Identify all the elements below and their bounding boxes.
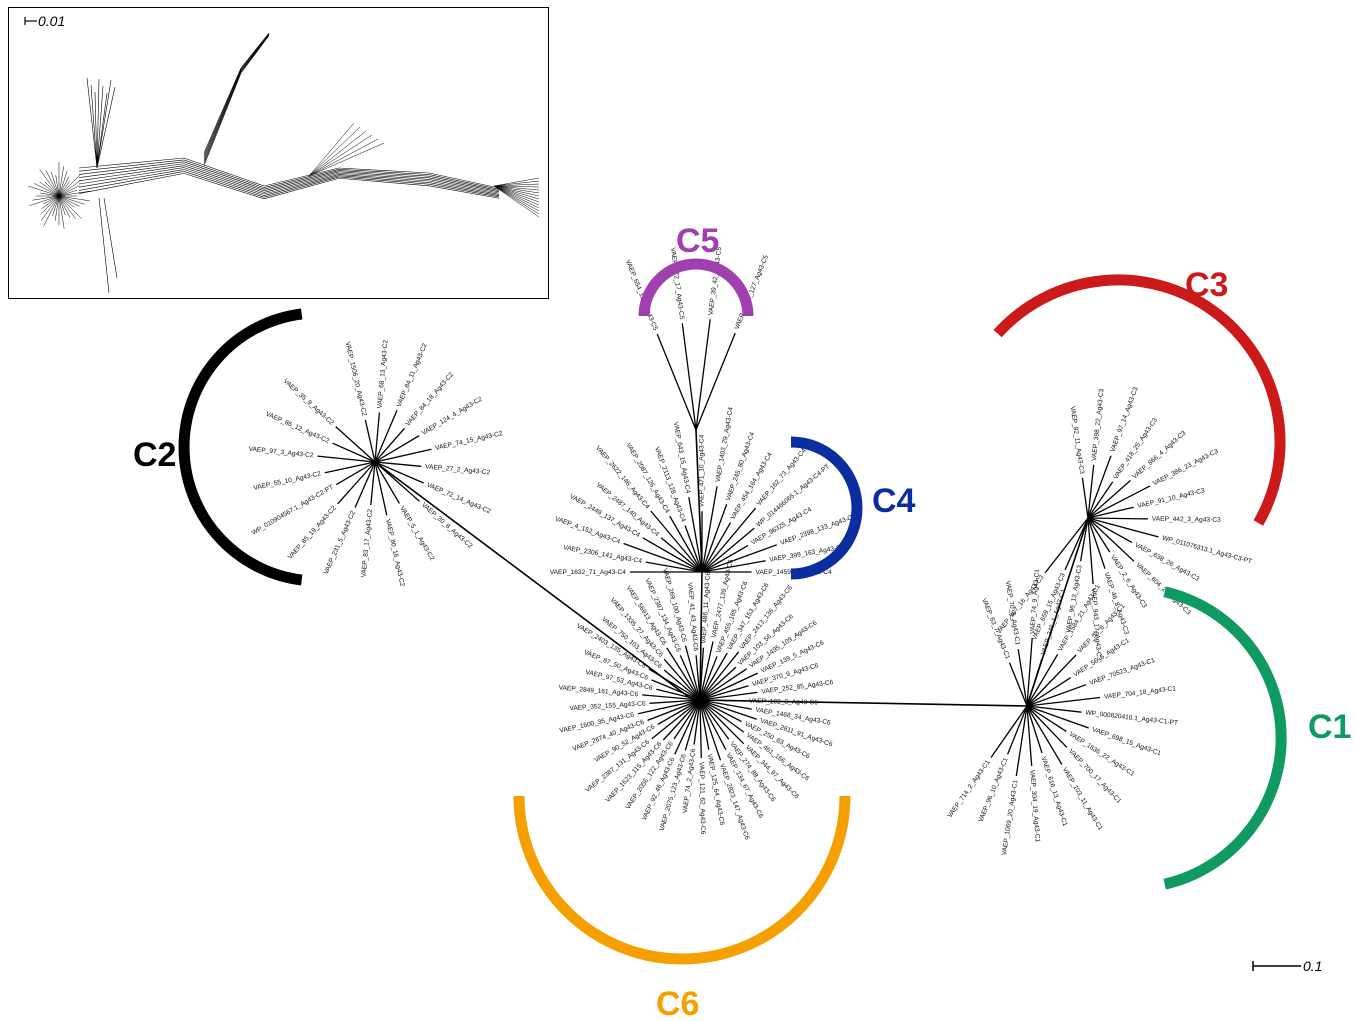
leaf-label: VAEP_121_62_Ag43-C6 xyxy=(698,762,707,835)
leaf-label: VAEP_1403_29_Ag43-C4 xyxy=(715,406,735,483)
leaf-label: VAEP_41_43_Ag43-C6 xyxy=(686,582,699,651)
leaf-label: VAEP_471_10_Ag43-C4 xyxy=(699,434,706,507)
leaf-label: VAEP_55_10_Ag43-C2 xyxy=(253,470,322,491)
leaf-label: VAEP_486_11_Ag43-C6 xyxy=(700,571,712,644)
inset-network-panel: 0.01 xyxy=(8,7,549,299)
cluster-label-c3: C3 xyxy=(1185,266,1228,304)
main-scale-bar: 0.1 xyxy=(1252,958,1322,974)
leaf-label: VAEP_304_19_Ag43-C1 xyxy=(1028,770,1041,843)
leaf-label: VAEP_74_15_Ag43-C2 xyxy=(435,430,504,452)
tree-branches xyxy=(317,319,1159,777)
leaf-label: VAEP_398_22_Ag43-C3 xyxy=(1091,388,1106,461)
cluster-arc-c4 xyxy=(790,436,863,580)
leaf-label: VAEP_83_17_Ag43-C2 xyxy=(360,508,374,577)
cluster-label-c6: C6 xyxy=(656,985,699,1021)
cluster-arc-c2 xyxy=(178,308,303,586)
cluster-label-c2: C2 xyxy=(133,436,176,474)
leaf-label: WP_010904567.1_Ag43-C2-PT xyxy=(251,484,335,537)
inset-scale-label: 0.01 xyxy=(38,13,65,29)
leaf-label: VAEP_943_17_Ag43-C3 xyxy=(1090,588,1103,661)
split-network: 0.01 xyxy=(24,13,540,294)
cluster-label-c1: C1 xyxy=(1308,708,1351,746)
leaf-label: VAEP_162_73_Ag43-C4 xyxy=(756,447,808,507)
cluster-label-c5: C5 xyxy=(676,222,719,260)
leaf-label: VAEP_704_18_Ag43-C1 xyxy=(1104,685,1177,700)
leaf-label: VAEP_643_15_Ag43-C4 xyxy=(672,421,692,494)
leaf-label: VAEP_2849_161_Ag43-C6 xyxy=(558,684,638,698)
cluster-label-c4: C4 xyxy=(872,482,916,520)
cluster-arc-c3 xyxy=(993,274,1286,526)
cluster-labels: C1 C2 C3 C4 C5 C6 xyxy=(133,222,1351,1021)
leaf-label: VAEP_102_3_Ag43-C6 xyxy=(749,698,818,707)
inset-scale-bar: 0.01 xyxy=(24,13,65,29)
leaf-label: VAEP_92_11_Ag43-C3 xyxy=(1069,406,1085,475)
cluster-arcs xyxy=(178,258,1287,965)
leaf-label: VAEP_1506_20_Ag43-C2 xyxy=(344,341,368,417)
cluster-arc-c5 xyxy=(638,258,754,317)
leaf-label: VAEP_84_11_Ag43-C2 xyxy=(396,342,429,408)
leaf-label: VAEP_352_155_Ag43-C6 xyxy=(569,700,646,712)
leaf-label: VAEP_74_9_Ag43-C1 xyxy=(1029,568,1041,634)
leaf-label: VAEP_2306_141_Ag43-C4 xyxy=(563,544,643,565)
network-edges xyxy=(28,32,540,294)
cluster-arc-c6 xyxy=(513,795,851,965)
cluster-arc-c1 xyxy=(1163,586,1287,890)
leaf-label: VAEP_97_3_Ag43-C2 xyxy=(248,446,314,460)
leaf-label: WP_011076313.1_Ag43-C3-PT xyxy=(1161,535,1252,566)
main-scale-label: 0.1 xyxy=(1303,958,1322,974)
leaf-label: VAEP_2823_147_Ag43-C6 xyxy=(718,763,750,841)
leaf-label: VAEP_30_8_Ag43-C2 xyxy=(420,502,474,551)
leaf-label: VAEP_700_17_Ag43-C1 xyxy=(1067,748,1123,805)
leaf-label: VAEP_80_16_Ag43-C2 xyxy=(384,519,406,588)
leaf-label: VAEP_68_13_Ag43-C2 xyxy=(376,339,389,408)
leaf-label: VAEP_1069_20_Ag43-C1 xyxy=(1001,779,1019,856)
leaf-label: VAEP_616_13_Ag43-C1 xyxy=(1040,756,1069,827)
leaf-label: VAEP_27_2_Ag43-C2 xyxy=(425,463,491,476)
leaf-label: WP_000820410.1_Ag43-C1-PT xyxy=(1085,709,1178,726)
leaf-label: VAEP_91_10_Ag43-C3 xyxy=(1137,487,1206,510)
leaf-label: VAEP_63_7_Ag43-C1 xyxy=(980,597,1011,660)
leaf-label: VAEP_1632_71_Ag43-C4 xyxy=(550,569,626,576)
leaf-label: VAEP_442_3_Ag43-C3 xyxy=(1152,516,1221,524)
